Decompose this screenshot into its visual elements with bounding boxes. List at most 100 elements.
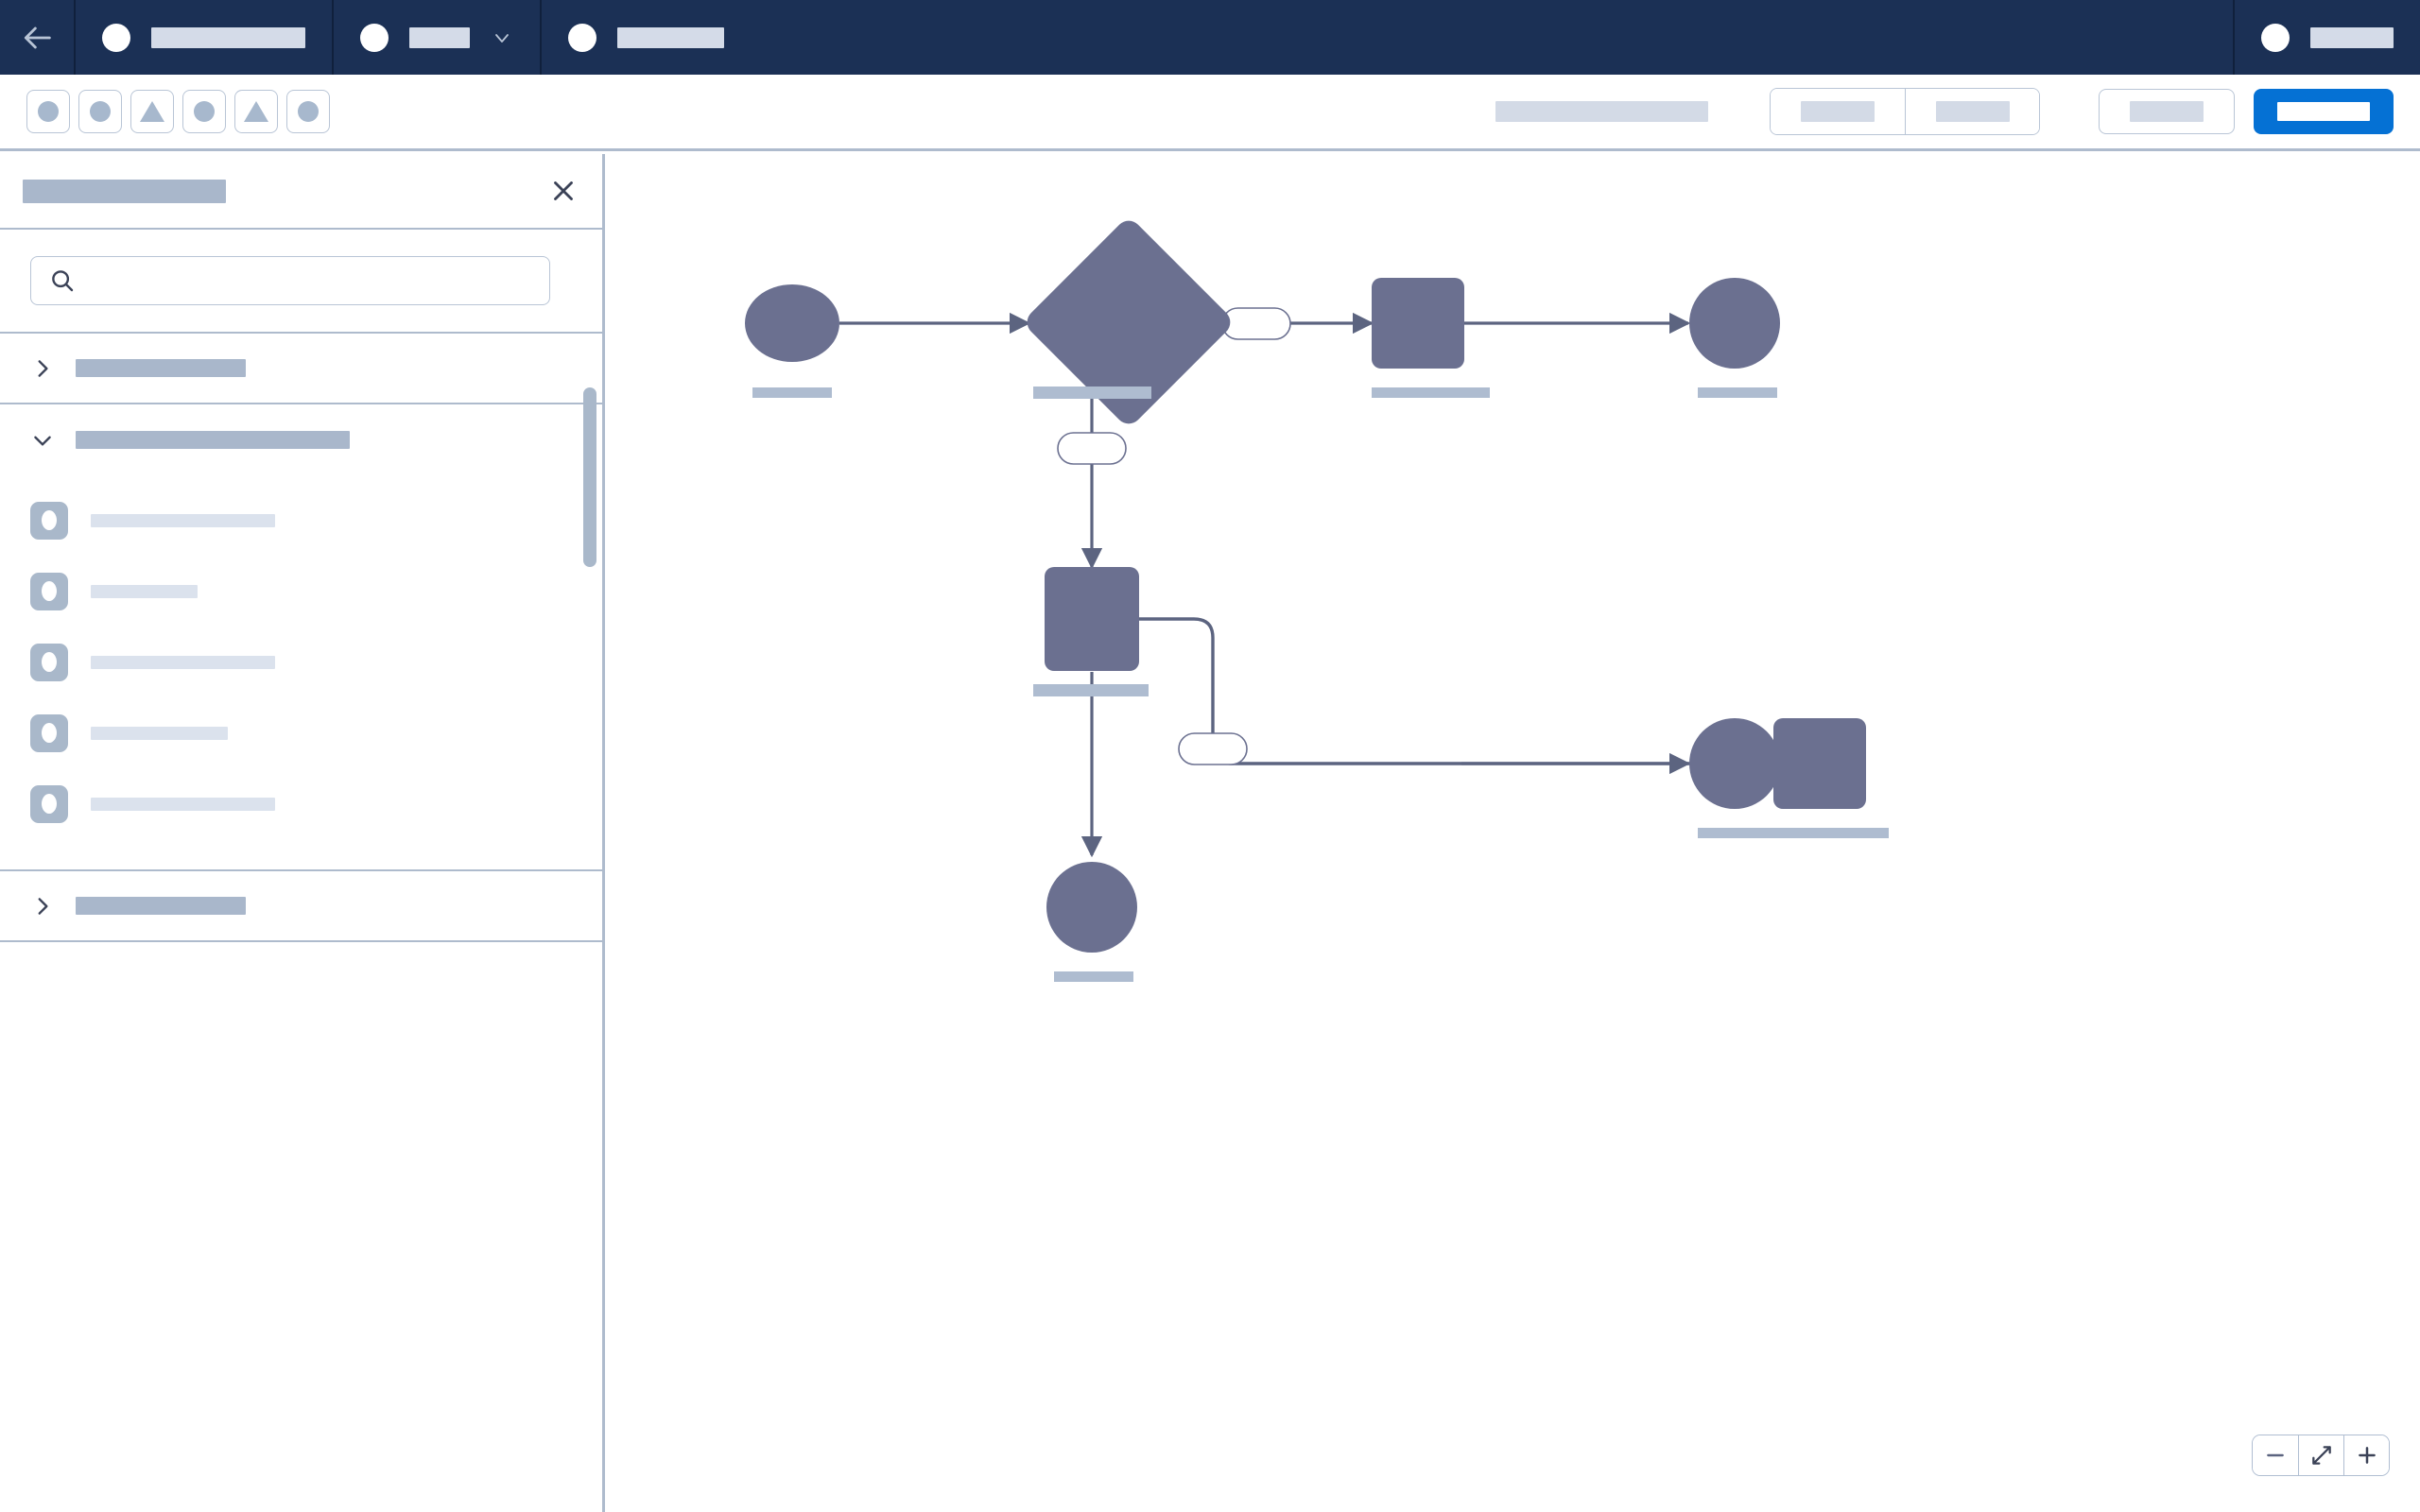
diagram-node-start[interactable] bbox=[745, 284, 839, 362]
tool-select-button[interactable] bbox=[26, 90, 70, 133]
triangle-icon bbox=[244, 101, 268, 122]
diagram-edges bbox=[839, 312, 1776, 858]
panel-section-collapsed-bottom[interactable] bbox=[0, 871, 602, 942]
diagram-node-label bbox=[1054, 971, 1133, 982]
tool-node-button[interactable] bbox=[78, 90, 122, 133]
close-icon[interactable] bbox=[547, 175, 579, 207]
top-navigation-bar bbox=[0, 0, 2420, 75]
panel-section-expanded[interactable] bbox=[0, 404, 602, 475]
nav-segment-project-label bbox=[409, 26, 470, 48]
edge-label-pill[interactable] bbox=[1221, 307, 1291, 340]
minus-icon bbox=[2267, 1453, 2284, 1457]
view-mode-segmented-control[interactable] bbox=[1770, 88, 2040, 135]
diagram-node-end[interactable] bbox=[1046, 862, 1137, 953]
tool-marker-button[interactable] bbox=[234, 90, 278, 133]
nav-account-label bbox=[2310, 26, 2394, 48]
search-icon bbox=[52, 270, 74, 292]
list-item[interactable] bbox=[0, 627, 602, 697]
list-item-icon bbox=[30, 501, 68, 540]
search-input[interactable] bbox=[30, 256, 550, 305]
edge-label-pill[interactable] bbox=[1178, 732, 1248, 765]
edge-label-pill[interactable] bbox=[1057, 432, 1127, 465]
nav-segment-workspace-label bbox=[151, 26, 305, 48]
circle-icon bbox=[194, 101, 215, 122]
secondary-action-label bbox=[2130, 101, 2204, 122]
avatar bbox=[568, 23, 596, 52]
diagram-svg bbox=[745, 215, 1889, 982]
tool-shape-button[interactable] bbox=[130, 90, 174, 133]
diagram-node-process[interactable] bbox=[1045, 567, 1139, 671]
tool-more-button[interactable] bbox=[286, 90, 330, 133]
list-item-label bbox=[91, 584, 198, 598]
fit-to-screen-button[interactable] bbox=[2298, 1435, 2343, 1475]
view-mode-option-1-label bbox=[1801, 101, 1875, 122]
zoom-controls bbox=[2252, 1435, 2390, 1476]
diagram-nodes bbox=[745, 215, 1889, 982]
diagram-node-label bbox=[1698, 828, 1777, 838]
nav-spacer bbox=[751, 0, 2233, 75]
chevron-right-icon bbox=[38, 359, 48, 377]
panel-header bbox=[0, 154, 602, 230]
avatar bbox=[360, 23, 389, 52]
nav-account-menu[interactable] bbox=[2233, 0, 2420, 75]
nav-segment-workspace[interactable] bbox=[76, 0, 334, 75]
plus-icon bbox=[2358, 1447, 2376, 1464]
toolbar-right-group bbox=[1495, 88, 2394, 135]
nav-segment-document-label bbox=[617, 26, 724, 48]
chevron-down-icon bbox=[34, 436, 51, 446]
left-panel bbox=[0, 154, 605, 1512]
zoom-out-button[interactable] bbox=[2253, 1435, 2298, 1475]
diagram-canvas[interactable] bbox=[608, 154, 2420, 1512]
diagram-node-decision[interactable] bbox=[1022, 215, 1236, 429]
list-item-icon bbox=[30, 572, 68, 610]
list-item[interactable] bbox=[0, 768, 602, 839]
list-item-label bbox=[91, 513, 275, 527]
nav-segment-project[interactable] bbox=[334, 0, 542, 75]
diagram-node-label bbox=[1776, 828, 1889, 838]
panel-body bbox=[0, 230, 602, 1510]
diagram-node-label bbox=[1033, 684, 1149, 696]
panel-section-collapsed-bottom-label bbox=[76, 897, 246, 915]
view-mode-option-1[interactable] bbox=[1771, 89, 1905, 134]
diagram-node-label bbox=[1698, 387, 1777, 398]
avatar bbox=[102, 23, 130, 52]
list-item-label bbox=[91, 655, 275, 669]
secondary-action-button[interactable] bbox=[2099, 89, 2235, 134]
toolbar-status-text bbox=[1495, 101, 1708, 122]
zoom-in-button[interactable] bbox=[2343, 1435, 2389, 1475]
panel-section-expanded-label bbox=[76, 431, 350, 449]
circle-icon bbox=[38, 101, 59, 122]
circle-icon bbox=[298, 101, 319, 122]
expand-diagonal-icon bbox=[2311, 1446, 2331, 1465]
view-mode-option-2[interactable] bbox=[1905, 89, 2039, 134]
primary-action-button[interactable] bbox=[2254, 89, 2394, 134]
chevron-down-icon[interactable] bbox=[491, 26, 513, 49]
chevron-right-icon bbox=[38, 897, 48, 915]
panel-section-collapsed-top[interactable] bbox=[0, 334, 602, 404]
arrow-left-icon bbox=[24, 26, 51, 48]
tool-connector-button[interactable] bbox=[182, 90, 226, 133]
diagram-node-process[interactable] bbox=[1773, 718, 1866, 809]
panel-search-row bbox=[0, 230, 602, 334]
list-item-label bbox=[91, 797, 275, 811]
panel-section-collapsed-top-label bbox=[76, 359, 246, 377]
diagram-node-label bbox=[1372, 387, 1490, 398]
nav-segment-document[interactable] bbox=[542, 0, 751, 75]
diagram-node-label bbox=[1033, 387, 1151, 399]
diagram-node-process[interactable] bbox=[1372, 278, 1464, 369]
list-item[interactable] bbox=[0, 485, 602, 556]
list-item-label bbox=[91, 726, 228, 740]
list-item[interactable] bbox=[0, 697, 602, 768]
list-item-icon bbox=[30, 643, 68, 681]
primary-action-label bbox=[2277, 102, 2370, 121]
list-item[interactable] bbox=[0, 556, 602, 627]
avatar bbox=[2261, 23, 2290, 52]
diagram-node-end[interactable] bbox=[1689, 718, 1780, 809]
list-item-icon bbox=[30, 784, 68, 823]
panel-scrollbar-thumb[interactable] bbox=[583, 387, 596, 567]
triangle-icon bbox=[140, 101, 164, 122]
toolbar bbox=[0, 75, 2420, 151]
circle-icon bbox=[90, 101, 111, 122]
diagram-node-end[interactable] bbox=[1689, 278, 1780, 369]
back-button[interactable] bbox=[0, 0, 76, 75]
